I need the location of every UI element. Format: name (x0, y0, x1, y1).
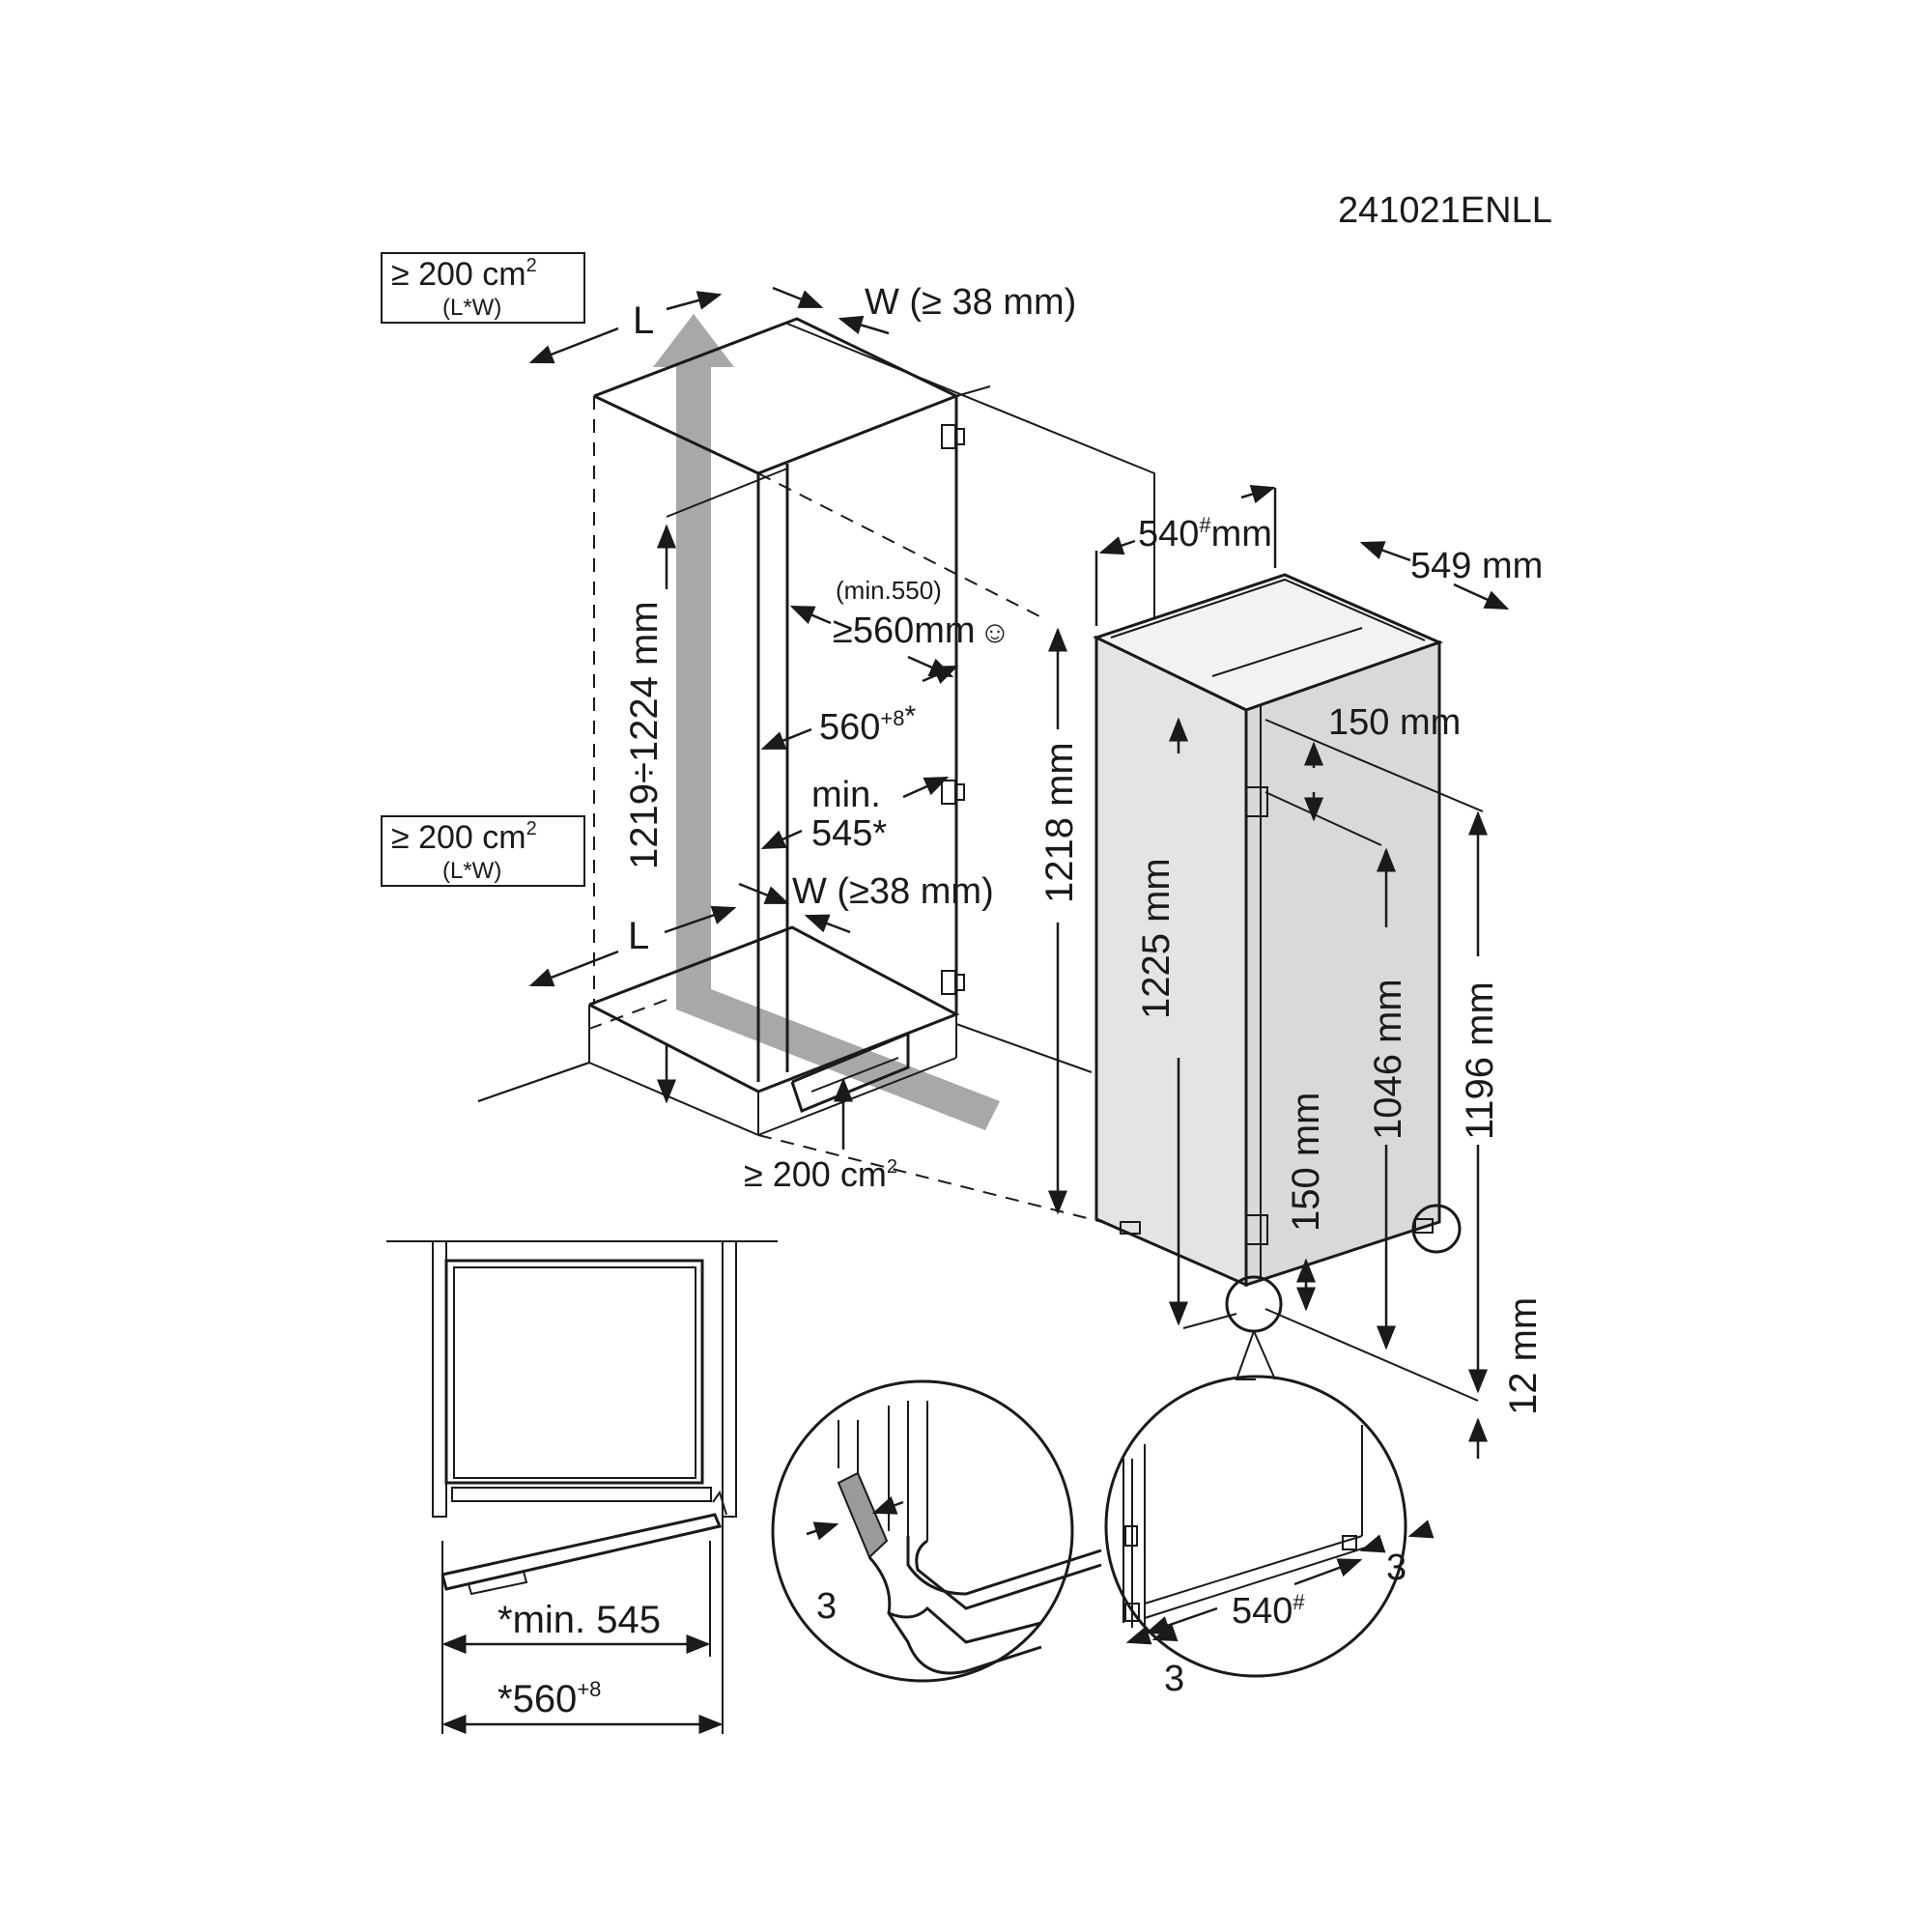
detail-right (1104, 1375, 1435, 1678)
detail-left (771, 1379, 1102, 1683)
appliance-bottom-offset-label: 150 mm (1285, 1093, 1327, 1233)
hinge-icon (941, 780, 965, 805)
vent-plinth-label: ≥ 200 cm2 (744, 1154, 897, 1194)
appliance-hinge-span-label: 1046 mm (1367, 979, 1409, 1140)
airflow-arrow-vertical (653, 314, 734, 1009)
niche-height-label: 1219÷1224 mm (623, 601, 666, 869)
hinge-icon (941, 970, 965, 995)
appliance-door-height-label: 1196 mm (1459, 981, 1501, 1140)
appliance (1093, 573, 1479, 1402)
svg-text:≥ 200 cm2: ≥ 200 cm2 (391, 818, 537, 856)
niche-front-height-label: 1218 mm (1038, 742, 1081, 903)
vent-bottom-label: ≥ 200 cm2 (L*W) (381, 815, 585, 887)
appliance-depth-label: 540#mm (1138, 513, 1272, 554)
plan-width-label: *560+8 (497, 1677, 601, 1720)
vent-bottom-length-label: L (628, 915, 649, 957)
plan-min-width-label: *min. 545 (497, 1599, 661, 1641)
svg-text:(L*W): (L*W) (442, 295, 501, 321)
niche-depth-min-note: (min.550) (836, 576, 942, 605)
detail-right-depth-label: 540# (1232, 1590, 1305, 1632)
detail-marker-right (1411, 1204, 1462, 1254)
vent-top-label: ≥ 200 cm2 (L*W) (381, 252, 585, 324)
detail-right-gap-right-label: 3 (1386, 1548, 1406, 1588)
svg-text:(L*W): (L*W) (442, 858, 501, 884)
vent-top-length-label: L (633, 299, 654, 342)
niche-width-label: 560+8* (819, 700, 917, 748)
airflow-arrow-diagonal (676, 976, 1000, 1130)
plan-view (386, 1240, 778, 1734)
niche-min-value: 545* (811, 813, 887, 854)
vent-top-width-label: W (≥ 38 mm) (865, 282, 1076, 323)
niche-min-label: min. (811, 775, 881, 815)
niche-depth-label: ≥560mm☺ (833, 611, 1010, 651)
appliance-top-offset-label: 150 mm (1328, 702, 1461, 743)
appliance-height-label: 1225 mm (1135, 858, 1178, 1019)
appliance-width-label: 549 mm (1410, 546, 1543, 586)
detail-left-gap-label: 3 (816, 1586, 837, 1627)
model-code: 241021ENLL (1338, 190, 1552, 231)
detail-right-gap-left-label: 3 (1164, 1659, 1184, 1699)
vent-bottom-width-label: W (≥38 mm) (792, 871, 994, 912)
detail-marker-left (1225, 1275, 1283, 1333)
svg-text:≥ 200 cm2: ≥ 200 cm2 (391, 255, 537, 293)
hinge-icon (941, 424, 965, 449)
appliance-floor-gap-label: 12 mm (1502, 1297, 1545, 1415)
